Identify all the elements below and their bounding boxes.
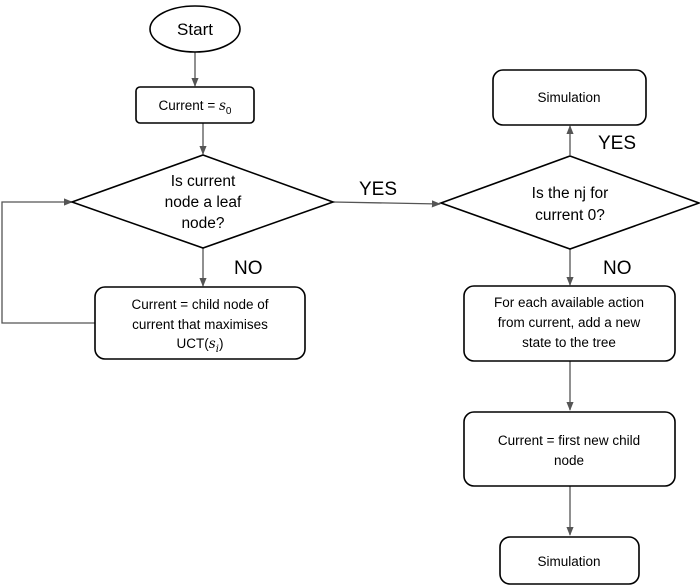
leaf-yes-label: YES (359, 179, 397, 200)
nj-check-node: Is the nj for current 0? (438, 155, 700, 250)
first-child-line-2: node (554, 453, 584, 468)
edge-loop-back (1, 198, 95, 324)
leaf-check-node: Is current node a leaf node? (69, 154, 336, 249)
leaf-no-label: NO (234, 258, 263, 279)
leaf-check-line-1: Is current (171, 173, 236, 190)
select-child-line-3: UCT(si) (177, 336, 224, 355)
nj-yes-label: YES (598, 133, 636, 154)
leaf-check-line-2: node a leaf (165, 194, 242, 211)
select-child-line-1: Current = child node of (132, 297, 269, 312)
select-child-uct-math: s (209, 336, 216, 352)
init-label: Current = s0 (159, 98, 232, 117)
select-child-line-2: current that maximises (132, 317, 268, 332)
expand-line-3: state to the tree (522, 335, 616, 350)
select-child-uct-prefix: UCT( (177, 336, 210, 351)
expand-line-1: For each available action (494, 295, 644, 310)
edge-leaf-check-yes (332, 200, 441, 208)
expand-node: For each available action from current, … (463, 285, 676, 362)
simulation-bottom-label: Simulation (537, 554, 600, 569)
connectors (1, 52, 574, 536)
select-child-uct-suffix: ) (219, 336, 224, 351)
simulation-bottom-node: Simulation (499, 536, 640, 585)
expand-line-2: from current, add a new (498, 315, 641, 330)
leaf-check-line-3: node? (181, 215, 224, 232)
nj-check-line-2: current 0? (535, 207, 605, 224)
select-child-uct-sub: i (216, 344, 219, 355)
simulation-top-label: Simulation (537, 90, 600, 105)
nj-no-label: NO (603, 258, 632, 279)
init-label-prefix: Current = (159, 98, 219, 113)
simulation-top-node: Simulation (492, 69, 647, 126)
start-node: Start (149, 5, 241, 53)
init-label-sub: 0 (226, 106, 232, 117)
start-label: Start (177, 20, 213, 39)
first-child-node: Current = first new child node (463, 411, 676, 487)
nj-check-line-1: Is the nj for (532, 185, 609, 202)
init-node: Current = s0 (135, 86, 255, 124)
first-child-line-1: Current = first new child (498, 433, 640, 448)
init-label-math: s (219, 98, 226, 114)
select-child-node: Current = child node of current that max… (94, 286, 306, 360)
